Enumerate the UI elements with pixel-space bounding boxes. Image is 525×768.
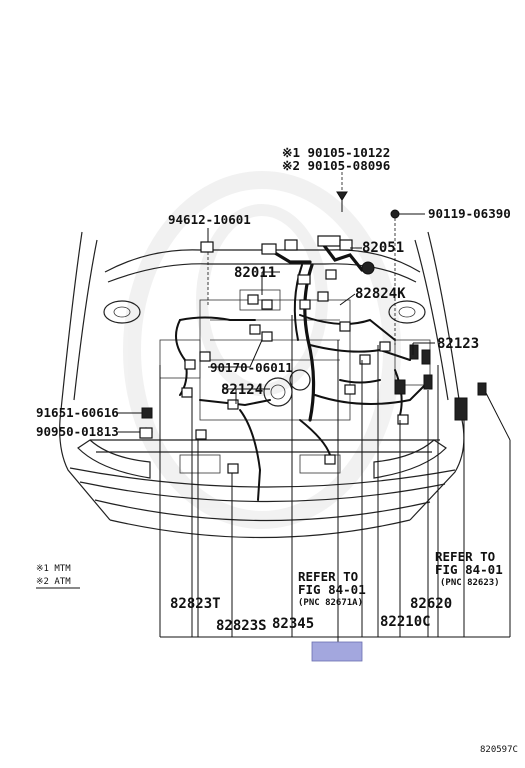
label-82124: 82124 [221,382,263,398]
label-82823s: 82823S [216,618,267,634]
watermark-logo [123,171,401,529]
label-82123: 82123 [437,336,479,352]
label-91651: 91651-60616 [36,405,119,420]
label-82011: 82011 [234,265,276,281]
refer-right-line3: (PNC 82623) [440,578,500,588]
label-90105-line2: ※2 90105-08096 [282,158,390,173]
legend-atm: ※2 ATM [36,577,71,587]
highlight-box [311,641,363,662]
label-90170: 90170-06011 [210,360,293,375]
label-82620: 82620 [410,596,452,612]
connectors [181,235,487,474]
refer-left-line1: REFER TO [298,569,358,584]
label-94612: 94612-10601 [168,212,251,227]
refer-left-line2: FIG 84-01 [298,582,366,597]
leader-lines [36,172,511,642]
refer-right-line2: FIG 84-01 [435,562,503,577]
label-90119: 90119-06390 [428,206,511,221]
label-90105-line1: ※1 90105-10122 [282,145,390,160]
label-82345: 82345 [272,616,314,632]
label-82823t: 82823T [170,596,221,612]
label-82210c: 82210C [380,614,431,630]
figure-code: 820597C [480,745,518,755]
fasteners [139,191,400,439]
refer-left-line3: (PNC 82671A) [298,598,363,608]
wire-harness [175,238,426,501]
label-90950: 90950-01813 [36,424,119,439]
label-82824k: 82824K [355,286,406,302]
legend-mtm: ※1 MTM [36,564,71,574]
label-82051: 82051 [362,240,404,256]
refer-right-line1: REFER TO [435,549,495,564]
part-labels: ※1 90105-10122 ※2 90105-08096 94612-1060… [36,145,518,755]
